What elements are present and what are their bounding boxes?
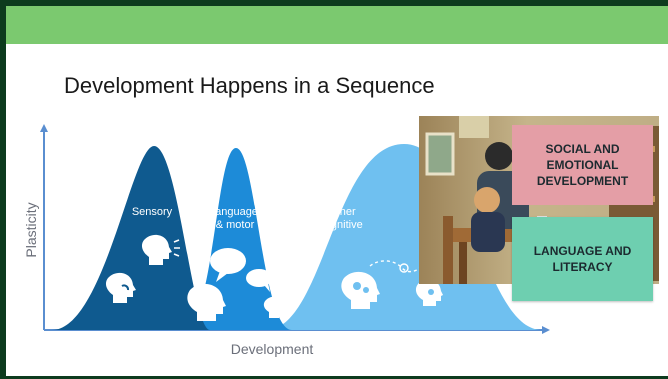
hearing-head-icon [105, 272, 136, 303]
speech-bubble-icon [210, 248, 272, 292]
language-literacy-card: LANGUAGE AND LITERACY [512, 217, 653, 301]
slide-title: Development Happens in a Sequence [64, 73, 435, 98]
higher-cognitive-label-line2: cognitive [319, 219, 362, 231]
cognitive-head-icon [341, 260, 443, 309]
language-motor-label-line1: Language [209, 206, 258, 218]
head-icons [105, 234, 443, 321]
higher-cognitive-label-line1: Higher [323, 206, 356, 218]
social-emotional-card: SOCIAL AND EMOTIONAL DEVELOPMENT [512, 125, 653, 205]
sensory-label-line1: Sensory [132, 206, 173, 218]
language-motor-label-line2: & motor [216, 219, 255, 231]
sensory-label: Sensory [132, 206, 173, 218]
y-axis-arrow [40, 124, 48, 132]
sensory-curve [52, 146, 210, 330]
y-axis-label: Plasticity [23, 202, 39, 257]
x-axis-label: Development [231, 341, 314, 357]
sensory-head-icon [141, 234, 180, 265]
x-axis-arrow [542, 326, 550, 334]
higher-cognitive-label: Higher cognitive [319, 206, 362, 231]
language-motor-label: Language & motor [209, 206, 261, 231]
social-emotional-label: SOCIAL AND EMOTIONAL DEVELOPMENT [536, 141, 629, 189]
header-band [6, 6, 668, 44]
language-literacy-label: LANGUAGE AND LITERACY [533, 243, 632, 274]
language-head-icon [187, 283, 285, 321]
